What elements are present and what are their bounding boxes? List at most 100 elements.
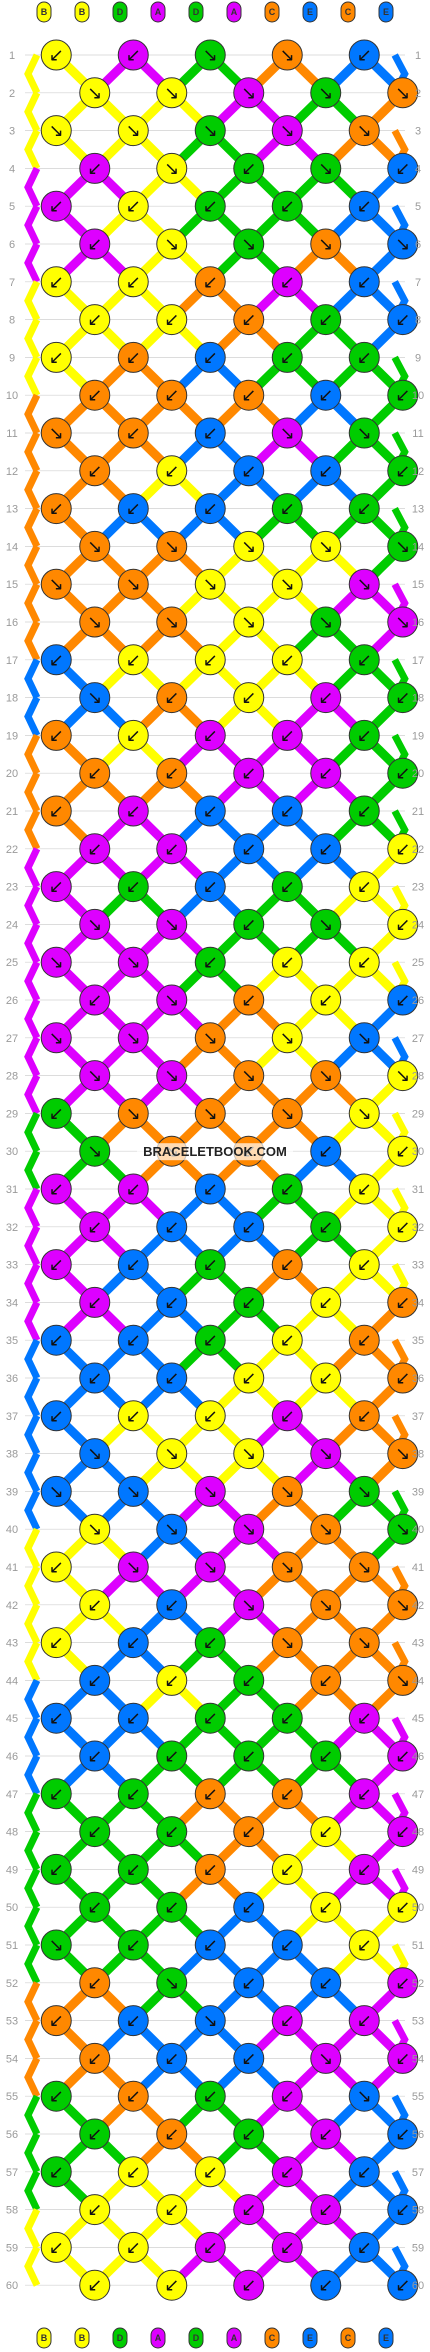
knot-arrow-icon: ↘ bbox=[203, 574, 218, 595]
knot-arrow-icon: ↙ bbox=[395, 1292, 410, 1313]
knot-arrow-icon: ↙ bbox=[357, 952, 372, 973]
knot-arrow-icon: ↘ bbox=[49, 1028, 64, 1049]
knot bbox=[233, 304, 265, 336]
watermark-background bbox=[137, 1143, 293, 1161]
knot-arrow-icon: ↙ bbox=[280, 2237, 295, 2258]
row-label-right: 11 bbox=[412, 428, 423, 440]
knot-arrow-icon: ↙ bbox=[395, 688, 410, 709]
knot bbox=[271, 1022, 303, 1054]
row-label-left: 38 bbox=[6, 1449, 18, 1461]
knot bbox=[271, 39, 303, 71]
edge-thread-left bbox=[24, 2019, 41, 2060]
knot bbox=[40, 1929, 72, 1961]
knot-arrow-icon: ↙ bbox=[126, 196, 141, 217]
knot bbox=[387, 2042, 419, 2074]
knot bbox=[79, 77, 111, 109]
edge-thread-left bbox=[24, 847, 41, 889]
knot-arrow-icon: ↙ bbox=[126, 2237, 141, 2258]
row-label-right: 22 bbox=[412, 844, 424, 856]
knot bbox=[348, 417, 380, 449]
edge-thread-left bbox=[24, 1187, 41, 1229]
row-label-left: 45 bbox=[6, 1713, 18, 1725]
knot-arrow-icon: ↘ bbox=[395, 83, 410, 104]
knot-arrow-icon: ↙ bbox=[164, 1822, 179, 1843]
edge-thread-left bbox=[24, 998, 41, 1040]
knot-arrow-icon: ↙ bbox=[318, 310, 333, 331]
knot bbox=[233, 77, 265, 109]
edge-thread-left bbox=[24, 53, 41, 95]
bottom-string-marker bbox=[302, 2327, 318, 2349]
knot-arrow-icon: ↙ bbox=[203, 2162, 218, 2183]
row-label-right: 15 bbox=[412, 579, 424, 591]
knot-arrow-icon: ↘ bbox=[357, 574, 372, 595]
knot-arrow-icon: ↙ bbox=[49, 347, 64, 368]
knot-arrow-icon: ↙ bbox=[318, 1670, 333, 1691]
row-label-left: 51 bbox=[6, 1940, 18, 1952]
row-label-right: 56 bbox=[412, 2129, 424, 2141]
knot-arrow-icon: ↙ bbox=[395, 461, 410, 482]
row-label-right: 47 bbox=[412, 1789, 424, 1801]
row-label-right: 32 bbox=[412, 1222, 424, 1234]
knot-arrow-icon: ↘ bbox=[357, 121, 372, 142]
knot bbox=[194, 1249, 226, 1281]
knot-arrow-icon: ↙ bbox=[203, 272, 218, 293]
edge-thread-left bbox=[24, 733, 41, 775]
row-label-right: 28 bbox=[412, 1071, 424, 1083]
knot-arrow-icon: ↙ bbox=[126, 1859, 141, 1880]
knot-arrow-icon: ↙ bbox=[164, 1897, 179, 1918]
knot-arrow-icon: ↙ bbox=[87, 1595, 102, 1616]
knot bbox=[348, 115, 380, 147]
knot bbox=[79, 379, 111, 411]
knot-arrow-icon: ↙ bbox=[395, 914, 410, 935]
knot bbox=[348, 1249, 380, 1281]
edge-thread-left bbox=[24, 809, 41, 851]
knot-arrow-icon: ↘ bbox=[164, 1444, 179, 1465]
knot bbox=[387, 1967, 419, 1999]
row-label-right: 16 bbox=[412, 617, 424, 629]
knot-arrow-icon: ↙ bbox=[164, 688, 179, 709]
bottom-string-marker bbox=[264, 2327, 280, 2349]
row-label-left: 31 bbox=[6, 1184, 18, 1196]
knot-arrow-icon: ↙ bbox=[395, 839, 410, 860]
row-label-left: 34 bbox=[6, 1297, 18, 1309]
knot bbox=[233, 2269, 265, 2301]
row-label-left: 23 bbox=[6, 882, 18, 894]
row-label-right: 26 bbox=[412, 995, 424, 1007]
knot bbox=[117, 266, 149, 298]
top-string-marker bbox=[36, 1, 52, 23]
knot bbox=[348, 2080, 380, 2112]
knot-arrow-icon: ↙ bbox=[357, 272, 372, 293]
row-label-right: 50 bbox=[412, 1902, 424, 1914]
knot bbox=[79, 984, 111, 1016]
knot bbox=[310, 1211, 342, 1243]
knot bbox=[387, 1438, 419, 1470]
row-label-left: 16 bbox=[6, 617, 18, 629]
edge-thread-left bbox=[24, 1678, 41, 1720]
row-label-right: 24 bbox=[412, 919, 424, 931]
row-label-right: 6 bbox=[415, 239, 421, 251]
knot bbox=[40, 2005, 72, 2037]
knot bbox=[40, 2080, 72, 2112]
row-label-right: 1 bbox=[415, 50, 421, 62]
edge-thread-left bbox=[24, 129, 41, 170]
knot bbox=[194, 719, 226, 751]
knot bbox=[117, 1022, 149, 1054]
bottom-string-marker-letter: A bbox=[231, 2333, 238, 2343]
knot-arrow-icon: ↘ bbox=[87, 612, 102, 633]
row-label-right: 44 bbox=[412, 1675, 424, 1687]
edge-thread-left bbox=[24, 658, 41, 700]
row-label-left: 26 bbox=[6, 995, 18, 1007]
knot bbox=[271, 1778, 303, 1810]
knot-arrow-icon: ↙ bbox=[318, 1822, 333, 1843]
knot-arrow-icon: ↘ bbox=[203, 121, 218, 142]
knot bbox=[233, 1740, 265, 1772]
knot bbox=[348, 1173, 380, 1205]
row-label-right: 43 bbox=[412, 1638, 424, 1650]
knot-arrow-icon: ↙ bbox=[87, 1822, 102, 1843]
knot bbox=[271, 1249, 303, 1281]
edge-thread-left bbox=[24, 1754, 41, 1796]
knot-arrow-icon: ↘ bbox=[280, 1103, 295, 1124]
knot bbox=[271, 1702, 303, 1734]
knot-arrow-icon: ↙ bbox=[203, 1708, 218, 1729]
knot bbox=[194, 1400, 226, 1432]
